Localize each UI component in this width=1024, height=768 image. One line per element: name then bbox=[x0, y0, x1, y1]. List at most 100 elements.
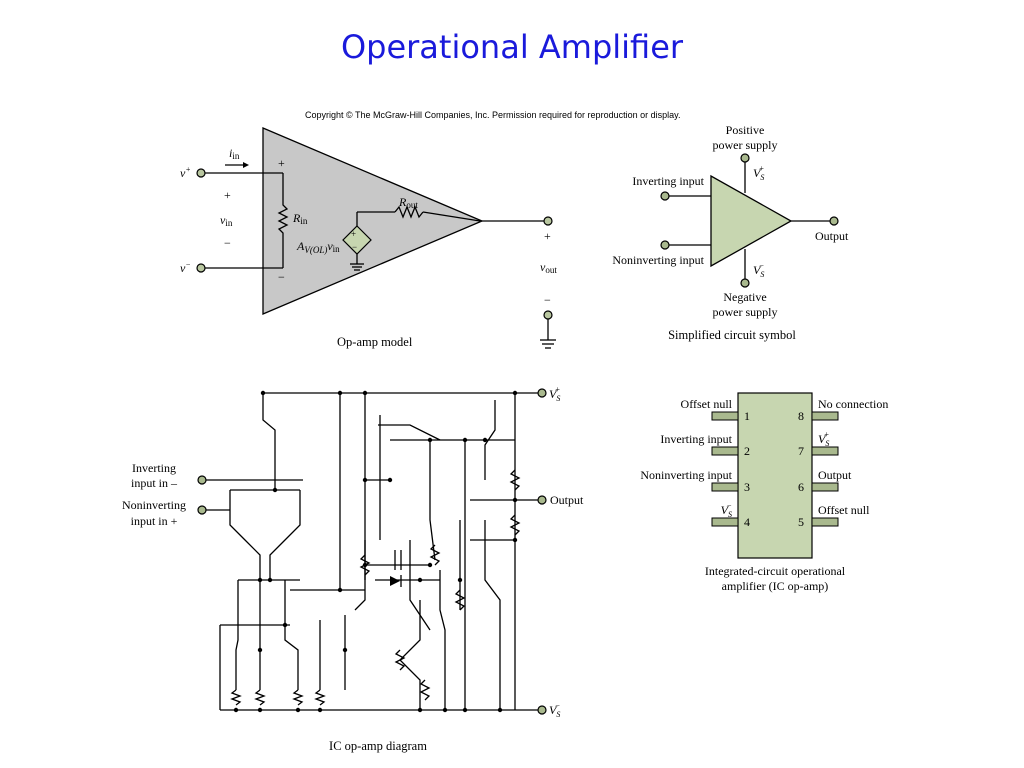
v-plus-label: v+ bbox=[180, 165, 191, 180]
ic-resistor-3 bbox=[292, 689, 304, 706]
symbol-vs-plus-terminal bbox=[740, 153, 750, 163]
symbol-output-label: Output bbox=[815, 229, 849, 243]
pin-label-left-3: Noninverting input bbox=[640, 468, 732, 482]
pin-6 bbox=[811, 482, 839, 492]
symbol-noninverting-terminal bbox=[660, 240, 670, 250]
ic-inverting-label-2: input in – bbox=[131, 476, 178, 490]
symbol-noninverting-label: Noninverting input bbox=[612, 253, 704, 267]
pin-label-right-3: Output bbox=[818, 468, 852, 482]
pin-label-right-1: No connection bbox=[818, 397, 888, 411]
positive-supply-label-2: power supply bbox=[713, 138, 778, 152]
ic-chip-body bbox=[737, 392, 813, 559]
pin-5 bbox=[811, 517, 839, 527]
ic-vs-plus-terminal bbox=[537, 388, 547, 398]
ic-diode-icon bbox=[390, 576, 400, 586]
v-plus-terminal bbox=[196, 168, 206, 178]
r-in-label: Rin bbox=[292, 211, 308, 226]
vin-minus-sign: − bbox=[224, 236, 231, 250]
vin-plus-sign: + bbox=[224, 188, 231, 202]
symbol-vs-minus-label: VS− bbox=[753, 261, 764, 279]
opamp-model: v+ v− iin + − vin + − Rin Rout AV(OL)vin… bbox=[180, 127, 557, 349]
v-minus-label: v− bbox=[180, 260, 191, 275]
pin-label-left-2: Inverting input bbox=[660, 432, 732, 446]
body-minus-sign: − bbox=[278, 270, 285, 284]
i-in-label: iin bbox=[229, 146, 240, 161]
pin-4 bbox=[711, 517, 739, 527]
ground-terminal bbox=[543, 310, 553, 320]
ic-resistor-2 bbox=[254, 689, 266, 706]
page-title: Operational Amplifier bbox=[340, 28, 684, 66]
negative-supply-label-2: power supply bbox=[713, 305, 778, 319]
ic-noninverting-label-2: input in + bbox=[131, 514, 178, 528]
ic-noninverting-terminal bbox=[197, 505, 207, 515]
ic-vs-plus-label: VS+ bbox=[549, 385, 560, 403]
ic-resistor-10 bbox=[509, 469, 521, 491]
body-plus-sign: + bbox=[278, 156, 285, 170]
r-out-label: Rout bbox=[398, 195, 418, 210]
pin-8 bbox=[811, 411, 839, 421]
ic-output-label: Output bbox=[550, 493, 584, 507]
opamp-model-body bbox=[262, 127, 484, 315]
current-arrow-icon bbox=[243, 162, 249, 168]
ic-resistor-7 bbox=[419, 679, 431, 701]
pin-label-left-4: VS− bbox=[721, 501, 732, 519]
pin-number-4: 4 bbox=[744, 515, 750, 529]
ic-opamp-schematic: Inverting input in – Noninverting input … bbox=[122, 385, 584, 753]
pin-number-2: 2 bbox=[744, 444, 750, 458]
v-out-label: vout bbox=[540, 260, 557, 275]
ic-noninverting-label-1: Noninverting bbox=[122, 498, 186, 512]
opamp-model-caption: Op-amp model bbox=[337, 335, 413, 349]
positive-supply-label-1: Positive bbox=[726, 123, 765, 137]
vout-minus-sign: − bbox=[544, 293, 551, 307]
r-in-resistor bbox=[277, 173, 289, 268]
ic-resistor-9 bbox=[454, 589, 466, 611]
pin-number-6: 6 bbox=[798, 480, 804, 494]
ic-inverting-terminal bbox=[197, 475, 207, 485]
symbol-vs-plus-label: VS+ bbox=[753, 164, 764, 182]
ic-resistor-1 bbox=[230, 689, 242, 706]
ic-resistor-4 bbox=[314, 689, 326, 706]
pin-number-1: 1 bbox=[744, 409, 750, 423]
symbol-caption: Simplified circuit symbol bbox=[668, 328, 796, 342]
pin-label-right-2: VS+ bbox=[818, 430, 829, 448]
pin-1 bbox=[711, 411, 739, 421]
ic-resistor-8 bbox=[429, 544, 441, 566]
ic-resistor-6 bbox=[394, 649, 406, 671]
pin-number-8: 8 bbox=[798, 409, 804, 423]
pin-label-left-1: Offset null bbox=[681, 397, 733, 411]
pin-number-3: 3 bbox=[744, 480, 750, 494]
pin-2 bbox=[711, 446, 739, 456]
symbol-inverting-label: Inverting input bbox=[632, 174, 704, 188]
symbol-triangle bbox=[710, 174, 793, 268]
source-minus: − bbox=[352, 242, 357, 252]
symbol-vs-minus-terminal bbox=[740, 278, 750, 288]
ic-output-terminal bbox=[537, 495, 547, 505]
r-out-resistor bbox=[394, 205, 424, 219]
gain-label: AV(OL)vin bbox=[296, 239, 340, 255]
ic-vs-minus-terminal bbox=[537, 705, 547, 715]
source-plus: + bbox=[351, 229, 356, 239]
v-minus-terminal bbox=[196, 263, 206, 273]
pin-3 bbox=[711, 482, 739, 492]
ic-inverting-label-1: Inverting bbox=[132, 461, 176, 475]
pin-label-right-4: Offset null bbox=[818, 503, 870, 517]
ic-junction-dots bbox=[233, 390, 518, 713]
simplified-symbol: Positive power supply VS+ Inverting inpu… bbox=[612, 123, 849, 342]
pin-number-5: 5 bbox=[798, 515, 804, 529]
vout-plus-sign: + bbox=[544, 229, 551, 243]
ic-diagram-caption: IC op-amp diagram bbox=[329, 739, 427, 753]
pin-7 bbox=[811, 446, 839, 456]
ic-resistor-11 bbox=[509, 514, 521, 536]
ic-vs-minus-label: VS− bbox=[549, 701, 560, 719]
v-out-terminal bbox=[543, 216, 553, 226]
copyright-notice: Copyright © The McGraw-Hill Companies, I… bbox=[305, 110, 681, 120]
symbol-inverting-terminal bbox=[660, 191, 670, 201]
pinout-caption-1: Integrated-circuit operational bbox=[705, 564, 846, 578]
symbol-output-terminal bbox=[829, 216, 839, 226]
pin-number-7: 7 bbox=[798, 444, 804, 458]
pinout-caption-2: amplifier (IC op-amp) bbox=[722, 579, 829, 593]
v-in-label: vin bbox=[220, 213, 233, 228]
negative-supply-label-1: Negative bbox=[723, 290, 766, 304]
